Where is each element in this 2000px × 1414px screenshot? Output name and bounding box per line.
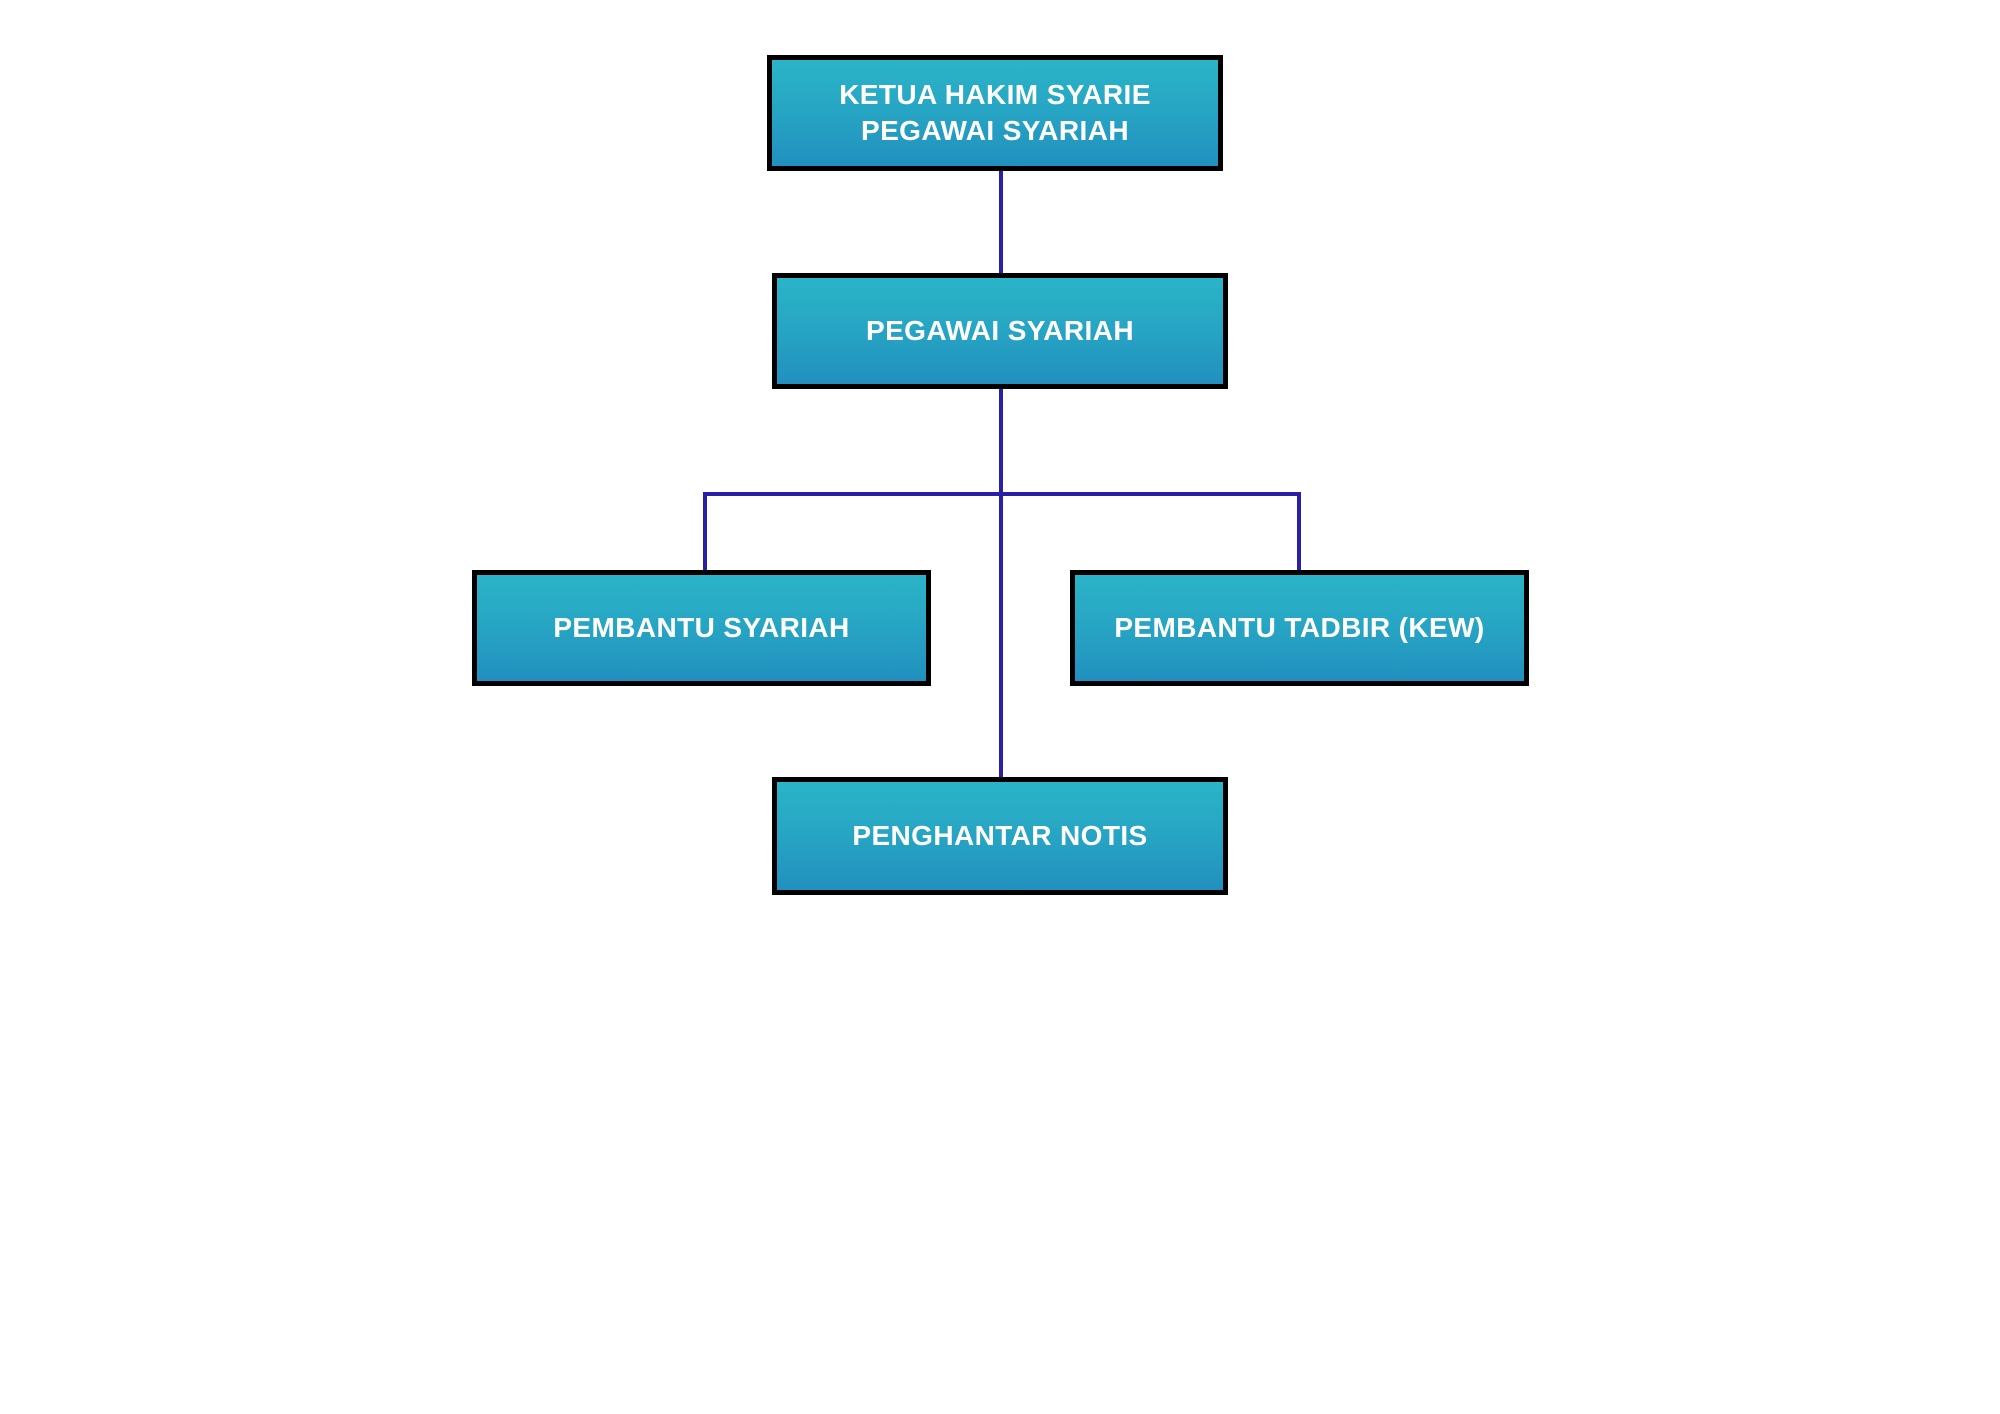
node-pembantu-syariah[interactable]: PEMBANTU SYARIAH: [472, 570, 931, 686]
node-ketua-hakim-syarie[interactable]: KETUA HAKIM SYARIE PEGAWAI SYARIAH: [767, 55, 1223, 171]
connector-branch-to-pembantu-syariah: [703, 492, 707, 572]
connector-branch-bar: [703, 492, 1301, 496]
node-pembantu-tadbir-kew[interactable]: PEMBANTU TADBIR (KEW): [1070, 570, 1529, 686]
node-label-line1: KETUA HAKIM SYARIE: [839, 79, 1151, 111]
node-label: PEGAWAI SYARIAH: [866, 315, 1134, 347]
connector-pegawai-to-penghantar: [999, 388, 1003, 779]
node-label: PEMBANTU TADBIR (KEW): [1114, 612, 1485, 644]
connector-branch-to-pembantu-tadbir: [1297, 492, 1301, 572]
connector-ketua-to-pegawai: [999, 170, 1003, 275]
node-label: PENGHANTAR NOTIS: [852, 820, 1148, 852]
node-penghantar-notis[interactable]: PENGHANTAR NOTIS: [772, 777, 1228, 895]
node-pegawai-syariah[interactable]: PEGAWAI SYARIAH: [772, 273, 1228, 389]
node-label-line2: PEGAWAI SYARIAH: [861, 115, 1129, 146]
node-label: PEMBANTU SYARIAH: [553, 612, 850, 644]
node-label: KETUA HAKIM SYARIE PEGAWAI SYARIAH: [772, 77, 1218, 149]
